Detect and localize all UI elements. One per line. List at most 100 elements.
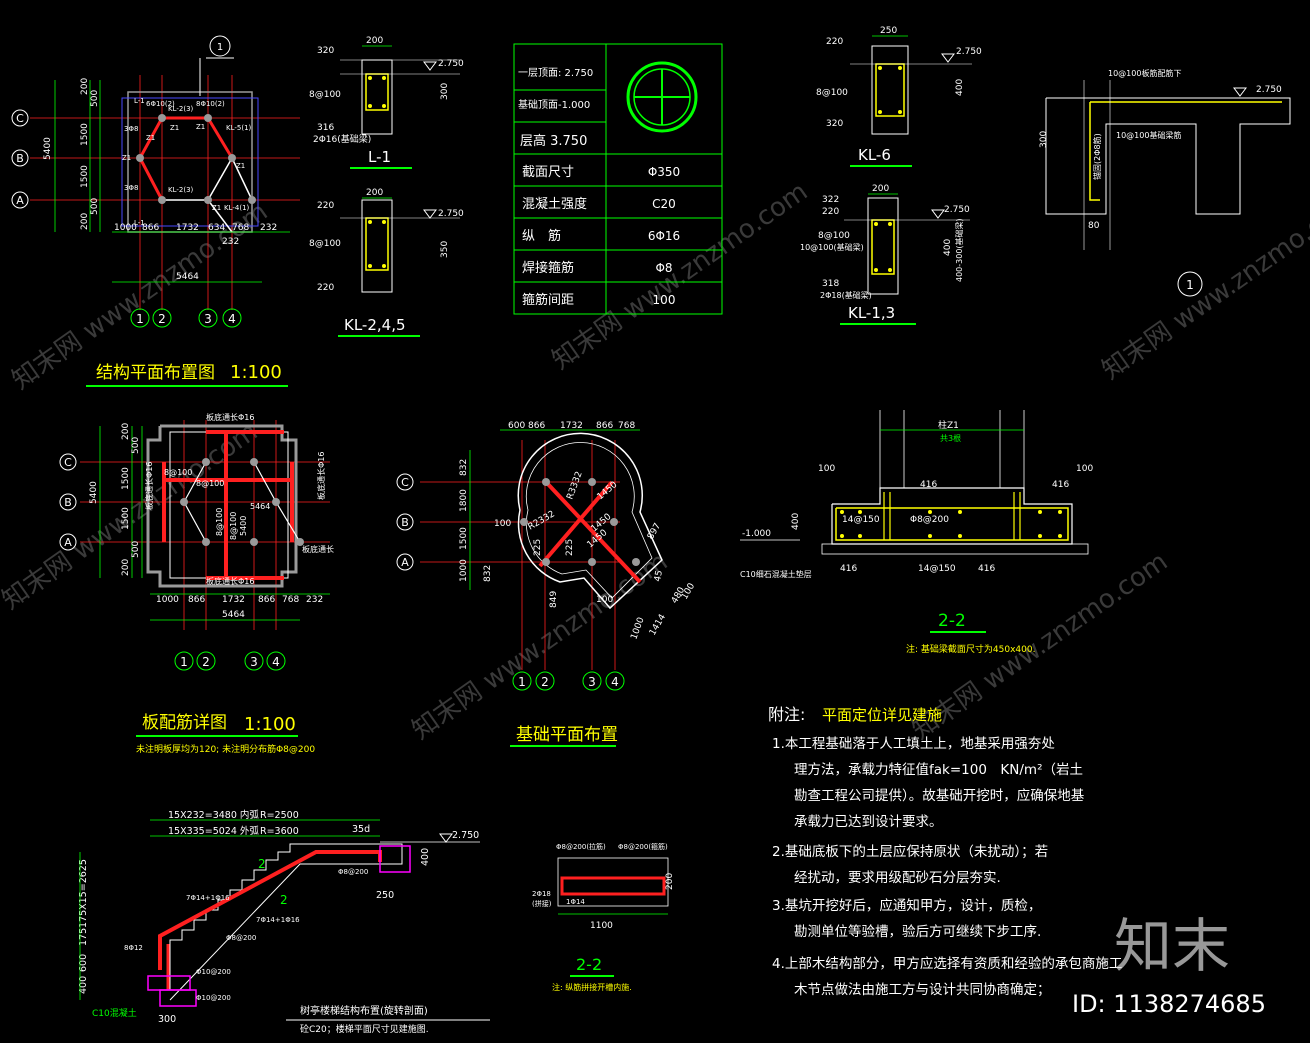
- note-line: 勘查工程公司提供）。故基础开挖时，应确保地基: [794, 787, 1085, 804]
- fdn-label: 1000: [629, 616, 646, 641]
- dim: 200: [80, 213, 90, 230]
- brand: 知末 ID: 1138274685: [1072, 912, 1266, 1018]
- axis-bubble-B: B: [16, 152, 24, 165]
- dim: 768: [282, 595, 299, 605]
- dim: 768: [618, 421, 635, 431]
- section-cut: 2: [280, 893, 288, 907]
- slab-label: 板底通长Φ16: [316, 452, 326, 500]
- elevation: 2.750: [438, 59, 464, 69]
- table-cell: 焊接箍筋: [522, 260, 574, 276]
- stair-title: 树亭楼梯结构布置(旋转剖面): [300, 1004, 428, 1017]
- slab-label: 板底通长: [302, 544, 334, 554]
- dim: 416: [1052, 480, 1069, 490]
- slab-label: 板底通长Φ16: [206, 412, 254, 422]
- stair-label: 7Φ14+1Φ16: [256, 916, 300, 924]
- beam-label: Φ8@200(拉筋): [556, 842, 606, 851]
- section-name: KL-2,4,5: [344, 316, 406, 334]
- general-notes: 附注: 平面定位详见建施 1.本工程基础落于人工填土上，地基采用强夯处 理方法，…: [768, 705, 1122, 998]
- section-1-detail: 10@100板筋配筋下 10@100基础梁筋 锚固(2Φ8筋) 2.750 30…: [1039, 68, 1291, 297]
- note-line: 2.基础底板下的土层应保持原状（未扰动）；若: [772, 843, 1048, 860]
- table-cell: Φ8: [655, 261, 672, 275]
- dim: 1500: [80, 165, 90, 188]
- dim: 200: [366, 188, 383, 198]
- plan1-title: 结构平面布置图: [96, 363, 215, 383]
- dim: 1000: [459, 559, 469, 582]
- stair-label: C10混凝土: [92, 1007, 137, 1019]
- rebar-label: 14@150: [842, 515, 880, 525]
- plan1-label: KL-2(3): [168, 186, 194, 194]
- dim: 1000: [114, 223, 137, 233]
- plan1-total-left: 5400: [43, 137, 53, 160]
- section-name: KL-6: [858, 146, 891, 164]
- dim: 866: [188, 595, 205, 605]
- dim: 500: [131, 541, 141, 558]
- dim: 416: [978, 564, 995, 574]
- axis-bubble-2: 2: [541, 675, 549, 689]
- fdn-label: 849: [549, 591, 559, 608]
- slab-label: 8@100: [196, 479, 224, 488]
- axis-bubble-4: 4: [272, 655, 280, 669]
- table-cell: 层高 3.750: [520, 133, 587, 149]
- axis-bubble-C: C: [16, 112, 24, 125]
- fdn-label: R3332: [565, 470, 584, 501]
- plan1-label: 3Φ8: [124, 184, 138, 192]
- dim: 400-300(基础梁): [954, 218, 964, 282]
- elevation: 2.750: [452, 830, 479, 841]
- stirrup-label: 10@100(基础梁): [800, 242, 864, 252]
- section-L1: 200 320 8@100 300 316 2Φ16(基础梁) 2.750 L-…: [309, 36, 464, 169]
- stair-dim: 15X232=3480 内弧: [168, 809, 259, 821]
- dim: 768: [232, 223, 249, 233]
- fdn-label: 100: [596, 595, 613, 605]
- stair-label: Φ10@200: [196, 968, 231, 976]
- dim: 232: [260, 223, 277, 233]
- sec22-label: 柱Z1: [938, 419, 959, 431]
- plan1-label: Z1: [236, 162, 245, 170]
- axis-bubble-A: A: [64, 536, 72, 549]
- stair-dim: 400: [78, 976, 89, 994]
- plan1-label: Z1: [212, 204, 221, 212]
- plan1-label: Z1: [170, 124, 179, 132]
- table-cell: 截面尺寸: [522, 165, 574, 180]
- stair-dim: R=2500: [260, 810, 299, 821]
- section-name: 2-2: [938, 611, 966, 631]
- sec22-note: 注: 基础梁截面尺寸为450x400.: [906, 643, 1035, 655]
- slab-label: 5464: [250, 502, 270, 511]
- fdn-label: 1450: [596, 480, 620, 503]
- beam-label: (拼接): [532, 899, 552, 908]
- dim: 1732: [222, 595, 245, 605]
- stair-dim: 300: [158, 1014, 176, 1025]
- stirrup-label: 8@100: [309, 90, 341, 100]
- plan2-total-left: 5400: [89, 481, 99, 504]
- table-cell: 6Φ16: [648, 229, 680, 243]
- dim: 866: [596, 421, 613, 431]
- slab-label: 8@100: [164, 468, 192, 477]
- table-cell: 100: [653, 293, 676, 307]
- dim: 600: [508, 421, 525, 431]
- plan1-label: Z1: [122, 154, 131, 162]
- column-spec-table: 一层顶面: 2.750 基础顶面-1.000 层高 3.750 截面尺寸 混凝土…: [513, 43, 723, 315]
- section-KL6: 250 220 8@100 400 320 2.750 KL-6: [816, 26, 982, 167]
- dim: 500: [131, 437, 141, 454]
- note-line: 1.本工程基础落于人工填土上，地基采用强夯处: [772, 735, 1055, 752]
- stirrup-label: 8@100: [816, 88, 848, 98]
- table-cell: 一层顶面: 2.750: [518, 67, 593, 79]
- dim: 1500: [121, 507, 131, 530]
- section-2-2-beam: Φ8@200(拉筋) Φ8@200(箍筋) 2Φ18 (拼接) 1Φ14 110…: [532, 842, 675, 992]
- plan2-scale: 1:100: [244, 714, 296, 735]
- elevation: 2.750: [944, 205, 970, 215]
- dim: 500: [90, 90, 100, 107]
- plan2-total-bottom: 5464: [222, 610, 245, 620]
- stirrup-label: 8@100: [309, 239, 341, 249]
- beam-label: Φ8@200(箍筋): [618, 842, 668, 851]
- dim: 1732: [176, 223, 199, 233]
- fdn-label: R2332: [527, 509, 557, 532]
- plan2-note: 未注明板厚均为120; 未注明分布筋Φ8@200: [136, 743, 315, 755]
- plan1-label: 6Φ10(2): [146, 100, 175, 108]
- fdn-label: 225: [533, 539, 543, 556]
- stair-dim: 35d: [352, 824, 370, 835]
- notes-heading: 附注:: [768, 705, 805, 724]
- slab-label: 8@100: [229, 512, 238, 540]
- stair-label: 8Φ12: [124, 944, 143, 952]
- slab-label: 10@100板筋配筋下: [1108, 68, 1181, 78]
- note-line: 经扰动，要求用级配砂石分层夯实.: [794, 870, 1001, 886]
